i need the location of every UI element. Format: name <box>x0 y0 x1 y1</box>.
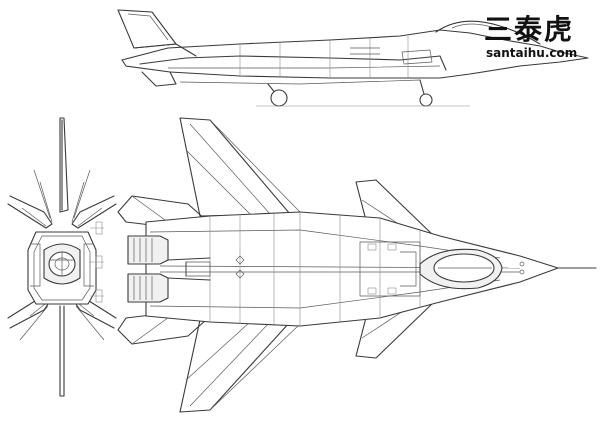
top-view <box>117 117 597 413</box>
side-view <box>117 9 589 107</box>
watermark-chinese: 三泰虎 <box>484 13 575 46</box>
front-view <box>7 117 117 397</box>
watermark-site: santaihu.com <box>486 46 578 60</box>
